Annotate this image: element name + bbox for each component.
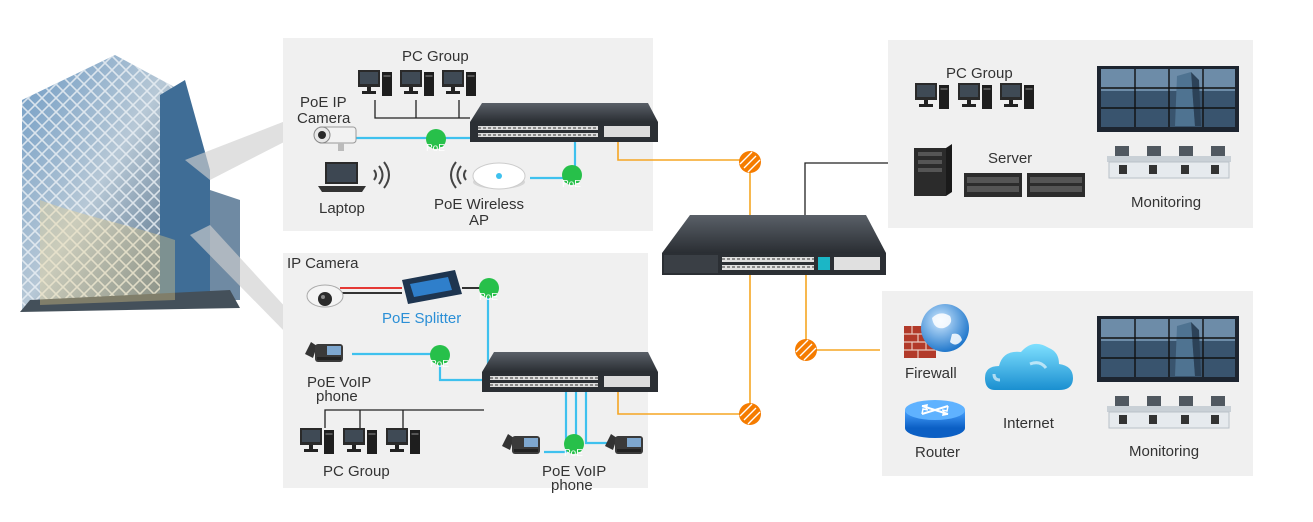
poe-switch-bottom bbox=[482, 352, 658, 392]
label-poe-wireless-ap-line1: PoE Wireless bbox=[434, 196, 524, 213]
svg-text:PoE: PoE bbox=[564, 448, 583, 459]
label-laptop: Laptop bbox=[319, 200, 365, 217]
pc-icon bbox=[386, 428, 420, 454]
label-pc-group-bottom: PC Group bbox=[323, 463, 390, 480]
pc-icon bbox=[343, 428, 377, 454]
label-poe-wireless-ap-line2: AP bbox=[469, 212, 489, 229]
server-icon bbox=[914, 144, 1085, 197]
poe-badge: PoE bbox=[430, 345, 450, 370]
fiber-node bbox=[739, 151, 761, 173]
globe-icon bbox=[921, 304, 969, 352]
wifi-signal-icon bbox=[373, 161, 390, 189]
label-poe-ip-camera-line2: Camera bbox=[297, 110, 351, 127]
core-to-server-link bbox=[804, 162, 888, 215]
label-server: Server bbox=[988, 150, 1032, 167]
office-building-image bbox=[20, 55, 240, 312]
wifi-signal-icon bbox=[450, 161, 467, 189]
pc-icon bbox=[915, 83, 949, 109]
label-monitoring-top: Monitoring bbox=[1131, 194, 1201, 211]
label-poe-voip-left-line1: PoE VoIP bbox=[307, 374, 371, 391]
svg-text:PoE: PoE bbox=[562, 179, 581, 190]
label-poe-splitter: PoE Splitter bbox=[382, 310, 461, 327]
label-monitoring-bottom: Monitoring bbox=[1129, 443, 1199, 460]
label-poe-voip-bottom-line2: phone bbox=[551, 477, 593, 494]
svg-text:PoE: PoE bbox=[430, 359, 449, 370]
ip-camera-icon bbox=[306, 284, 344, 308]
core-switch bbox=[662, 215, 886, 275]
poe-ip-camera-icon bbox=[313, 126, 357, 151]
label-router: Router bbox=[915, 444, 960, 461]
label-pc-group-right: PC Group bbox=[946, 65, 1013, 82]
poe-switch-top bbox=[470, 103, 658, 142]
poe-badge: PoE bbox=[564, 434, 584, 459]
internet-cloud-icon bbox=[985, 343, 1073, 390]
label-internet: Internet bbox=[1003, 415, 1055, 432]
poe-badge: PoE bbox=[562, 165, 582, 190]
fiber-node bbox=[795, 339, 817, 361]
poe-splitter-icon bbox=[402, 270, 462, 304]
label-poe-voip-left-line2: phone bbox=[316, 388, 358, 405]
poe-wireless-ap-icon bbox=[472, 162, 526, 190]
pc-icon bbox=[400, 70, 434, 96]
pc-group-top-wiring bbox=[374, 100, 470, 119]
callout-beam-bottom bbox=[190, 225, 288, 335]
monitoring-video-wall-icon bbox=[1096, 315, 1240, 429]
label-ip-camera: IP Camera bbox=[287, 255, 359, 272]
svg-text:PoE: PoE bbox=[479, 292, 498, 303]
pc-icon bbox=[442, 70, 476, 96]
pc-icon bbox=[1000, 83, 1034, 109]
poe-badge: PoE bbox=[426, 129, 446, 154]
label-pc-group-top: PC Group bbox=[402, 48, 469, 65]
monitoring-video-wall-icon bbox=[1096, 65, 1240, 179]
svg-text:PoE: PoE bbox=[426, 143, 445, 154]
label-poe-ip-camera-line1: PoE IP bbox=[300, 94, 347, 111]
pc-group-bottom-wiring bbox=[324, 409, 484, 428]
label-poe-voip-bottom-line1: PoE VoIP bbox=[542, 463, 606, 480]
pc-icon bbox=[300, 428, 334, 454]
fiber-node bbox=[739, 403, 761, 425]
pc-icon bbox=[358, 70, 392, 96]
pc-icon bbox=[958, 83, 992, 109]
poe-badge: PoE bbox=[479, 278, 499, 303]
callout-beam-top bbox=[185, 120, 288, 180]
label-firewall: Firewall bbox=[905, 365, 957, 382]
router-icon bbox=[905, 400, 965, 438]
laptop-icon bbox=[318, 162, 366, 192]
